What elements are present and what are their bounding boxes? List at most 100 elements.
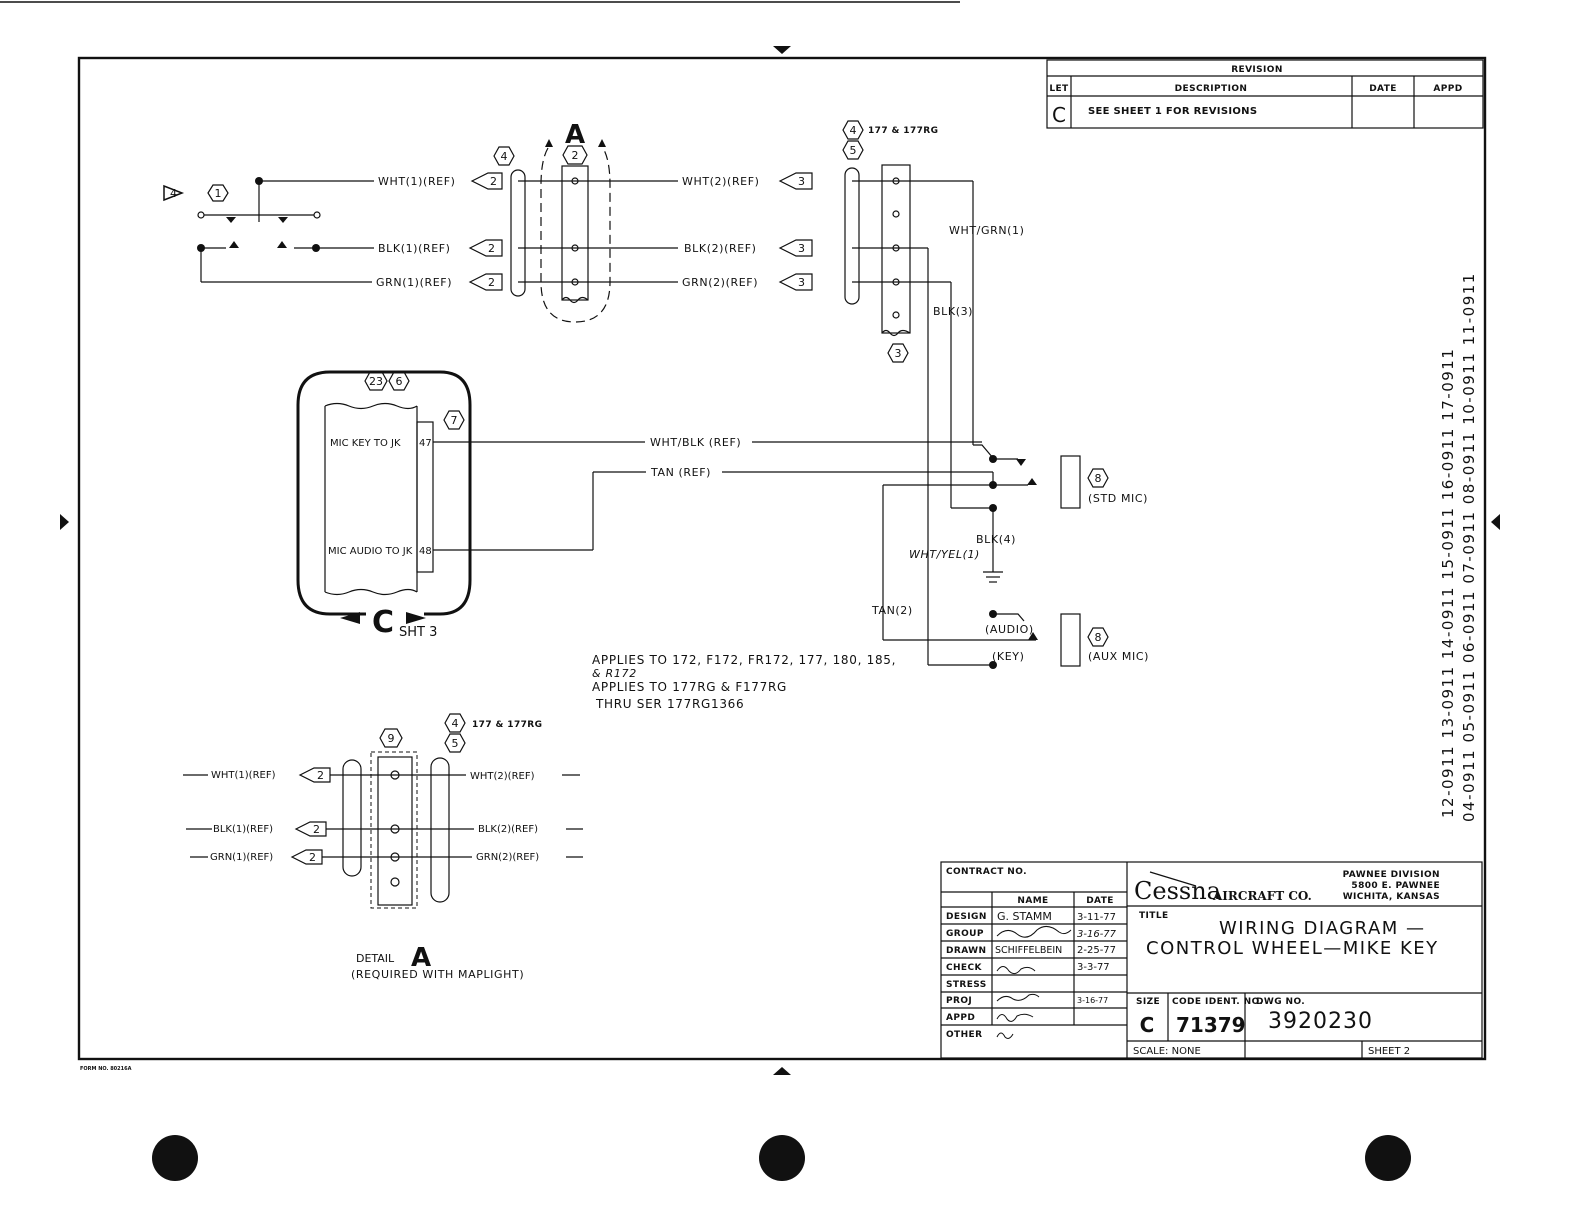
revision-letter: C	[1052, 103, 1066, 127]
name-header: NAME	[1017, 896, 1048, 906]
role-drawn: DRAWN	[946, 946, 986, 956]
detail-wire-grn2: GRN(2)(REF)	[476, 852, 539, 863]
callout-8-aux: 8	[1095, 631, 1102, 644]
connector-4: 4	[493, 146, 526, 297]
std-mic-jack: 8 (STD MIC) BLK(4)	[883, 444, 1148, 583]
form-number: FORM NO. 80216A	[80, 1066, 132, 1072]
side-ref-col-1: 12-0911 13-0911 14-0911 15-0911 16-0911 …	[1439, 348, 1457, 818]
title-label: TITLE	[1139, 911, 1169, 921]
detail-pin-flag-2-a: 2	[317, 769, 324, 782]
revision-col-description: DESCRIPTION	[1175, 84, 1248, 94]
detail-a: 4 5 177 & 177RG 9 WHT(1)(REF) BLK(1)(REF…	[183, 713, 583, 981]
pin-flags-connector-3: 3 3 3	[778, 172, 813, 291]
revision-col-date: DATE	[1369, 84, 1397, 94]
callout-2: 2	[572, 149, 579, 162]
pin-flag-3-c: 3	[798, 276, 805, 289]
detail-model-note: 177 & 177RG	[472, 720, 542, 730]
sheet-number: SHEET 2	[1368, 1046, 1410, 1057]
pin-flag-3-b: 3	[798, 242, 805, 255]
wire-label-grn2: GRN(2)(REF)	[682, 276, 758, 289]
detail-wire-wht2: WHT(2)(REF)	[470, 771, 535, 782]
wire-label-wht-yel1: WHT/YEL(1)	[909, 548, 980, 561]
detail-wire-wht1: WHT(1)(REF)	[211, 770, 276, 781]
applicability-notes: APPLIES TO 172, F172, FR172, 177, 180, 1…	[592, 653, 895, 711]
date-proj: 3-16-77	[1077, 996, 1108, 1005]
view-c-label: C	[372, 605, 394, 640]
pin-flags-connector-4: 2 2 2	[468, 172, 503, 291]
right-center-marker	[1491, 514, 1500, 530]
note-line-4: THRU SER 177RG1366	[595, 697, 744, 711]
size-value: C	[1140, 1013, 1155, 1037]
pin-47: 47	[419, 438, 432, 449]
mic-jack-module: 23 6 7 MIC KEY TO JK 47 MIC AUDIO TO JK …	[296, 370, 472, 640]
connector-2-view-a: A 2	[540, 120, 611, 323]
revision-col-appd: APPD	[1433, 84, 1462, 94]
revision-block: REVISION LET DESCRIPTION DATE APPD C SEE…	[1046, 59, 1484, 129]
signature-other	[996, 1032, 1014, 1039]
callout-8-std: 8	[1095, 472, 1102, 485]
wire-label-grn1: GRN(1)(REF)	[376, 276, 452, 289]
drawing-title-line-2: CONTROL WHEEL—MIKE KEY	[1146, 938, 1439, 959]
drawing-title-line-1: WIRING DIAGRAM —	[1219, 918, 1426, 939]
revision-col-let: LET	[1049, 84, 1069, 94]
signature-group	[996, 926, 1072, 938]
wire-label-wht2: WHT(2)(REF)	[682, 175, 760, 188]
callout-1: 1	[215, 187, 222, 200]
mic-audio-label: MIC AUDIO TO JK	[328, 546, 413, 557]
revision-title: REVISION	[1231, 65, 1283, 75]
date-header: DATE	[1086, 896, 1114, 906]
aux-key-label: (KEY)	[992, 650, 1024, 663]
signature-proj	[996, 993, 1040, 1002]
detail-pin-flag-2-b: 2	[313, 823, 320, 836]
signature-appd	[996, 1013, 1034, 1022]
title-block: CONTRACT NO. NAME DATE DESIGN GROUP DRAW…	[940, 861, 1483, 1059]
model-note-upper: 177 & 177RG	[868, 126, 938, 136]
role-proj: PROJ	[946, 996, 972, 1006]
left-center-marker	[60, 514, 69, 530]
wire-label-tan2: TAN(2)	[871, 604, 913, 617]
pin-flag-2-c: 2	[488, 276, 495, 289]
note-line-3: APPLIES TO 177RG & F177RG	[592, 680, 787, 694]
callout-6: 6	[396, 375, 403, 388]
pin-flag-2-a: 2	[490, 175, 497, 188]
detail-wire-blk1: BLK(1)(REF)	[213, 824, 273, 835]
note-4-flag: 4	[170, 187, 177, 200]
role-design: DESIGN	[946, 912, 987, 922]
view-a-label: A	[565, 120, 585, 150]
detail-a-letter: A	[411, 943, 431, 973]
aux-audio-label: (AUDIO)	[985, 623, 1034, 636]
side-ref-col-2: 04-0911 05-0911 06-0911 07-0911 08-0911 …	[1460, 272, 1478, 822]
code-ident-value: 71379	[1176, 1013, 1246, 1037]
date-check: 3-3-77	[1077, 962, 1110, 973]
pin-48: 48	[419, 546, 432, 557]
detail-callout-9: 9	[388, 732, 395, 745]
division-line-3: WICHITA, KANSAS	[1343, 892, 1440, 902]
connector-3: 3	[881, 164, 911, 363]
detail-callout-4: 4	[452, 717, 459, 730]
wire-label-blk2: BLK(2)(REF)	[684, 242, 757, 255]
maplight-note: (REQUIRED WITH MAPLIGHT)	[351, 968, 524, 981]
company-suffix: AIRCRAFT CO.	[1212, 889, 1312, 903]
role-appd: APPD	[946, 1013, 975, 1023]
detail-wire-grn1: GRN(1)(REF)	[210, 852, 273, 863]
mic-key-label: MIC KEY TO JK	[330, 438, 401, 449]
company-logo: Cessna	[1134, 877, 1221, 905]
callout-7: 7	[451, 414, 458, 427]
wire-label-wht1: WHT(1)(REF)	[378, 175, 456, 188]
detail-pin-flag-2-c: 2	[309, 851, 316, 864]
wire-label-blk1: BLK(1)(REF)	[378, 242, 451, 255]
callout-4-top: 4	[850, 124, 857, 137]
name-drawn: SCHIFFELBEIN	[995, 945, 1062, 956]
code-ident-label: CODE IDENT. NO.	[1172, 997, 1263, 1007]
aux-mic-jack: (AUDIO) (KEY) 8 (AUX MIC) WHT/YEL(1) TAN…	[871, 485, 1148, 669]
date-group: 3-16-77	[1077, 929, 1117, 940]
punch-hole-left	[152, 1135, 198, 1181]
dwg-no-label: DWG NO.	[1256, 997, 1305, 1007]
connector-4-5-upper: 4 5 177 & 177RG	[842, 120, 938, 305]
note-line-2: & R172	[592, 667, 637, 680]
std-mic-label: (STD MIC)	[1088, 492, 1148, 505]
date-drawn: 2-25-77	[1077, 945, 1116, 956]
punch-hole-right	[1365, 1135, 1411, 1181]
wire-label-wht-grn1: WHT/GRN(1)	[949, 224, 1025, 237]
